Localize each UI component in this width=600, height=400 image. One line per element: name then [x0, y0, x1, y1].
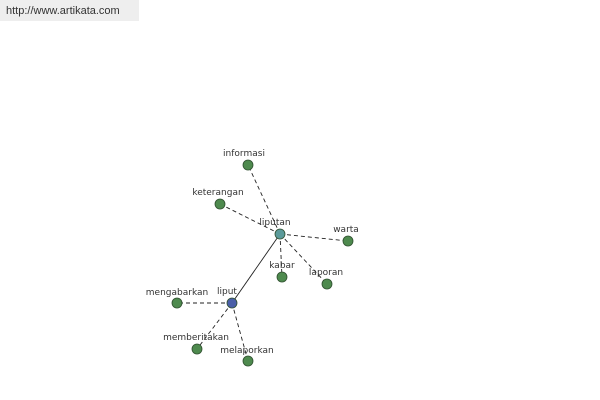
- node-label-warta: warta: [333, 225, 359, 235]
- node-label-mengabarkan: mengabarkan: [146, 288, 208, 298]
- node-dot-melaporkan[interactable]: [242, 355, 254, 367]
- node-dot-keterangan[interactable]: [214, 198, 226, 210]
- node-dot-informasi[interactable]: [242, 159, 254, 171]
- edge-liputan-informasi: [247, 164, 281, 235]
- node-label-informasi: informasi: [223, 149, 265, 159]
- node-informasi[interactable]: informasi: [223, 149, 265, 171]
- edge-liput-melaporkan: [231, 302, 249, 362]
- node-dot-mengabarkan[interactable]: [171, 297, 183, 309]
- node-liputan[interactable]: liputan: [259, 218, 291, 240]
- edge-liput-memberitakan: [196, 302, 233, 350]
- edge-liputan-laporan: [279, 233, 328, 285]
- node-kabar[interactable]: kabar: [269, 261, 295, 283]
- node-label-laporan: laporan: [309, 268, 343, 278]
- node-dot-memberitakan[interactable]: [191, 343, 203, 355]
- edges-layer: [177, 164, 349, 362]
- node-keterangan[interactable]: keterangan: [192, 188, 244, 210]
- edge-liputan-kabar: [279, 233, 283, 278]
- node-label-liputan: liputan: [259, 218, 290, 228]
- watermark-url: http://www.artikata.com: [0, 0, 139, 21]
- edge-liputan-warta: [279, 233, 349, 242]
- node-label-liput: liput: [217, 287, 237, 297]
- nodes-layer: liput liputan mengabarkan memberitakan melap…: [146, 149, 359, 367]
- node-dot-liput[interactable]: [226, 297, 238, 309]
- node-dot-laporan[interactable]: [321, 278, 333, 290]
- node-melaporkan[interactable]: melaporkan: [220, 346, 274, 367]
- edge-liput-liputan: [231, 233, 281, 304]
- node-label-melaporkan: melaporkan: [220, 346, 274, 356]
- node-warta[interactable]: warta: [333, 225, 359, 247]
- node-label-memberitakan: memberitakan: [163, 333, 229, 343]
- node-liput[interactable]: liput: [217, 287, 238, 309]
- node-label-kabar: kabar: [269, 261, 295, 271]
- node-label-keterangan: keterangan: [192, 188, 243, 198]
- node-dot-warta[interactable]: [342, 235, 354, 247]
- node-dot-liputan[interactable]: [274, 228, 286, 240]
- node-laporan[interactable]: laporan: [309, 268, 343, 290]
- node-dot-kabar[interactable]: [276, 271, 288, 283]
- node-mengabarkan[interactable]: mengabarkan: [146, 288, 208, 309]
- node-memberitakan[interactable]: memberitakan: [163, 333, 229, 355]
